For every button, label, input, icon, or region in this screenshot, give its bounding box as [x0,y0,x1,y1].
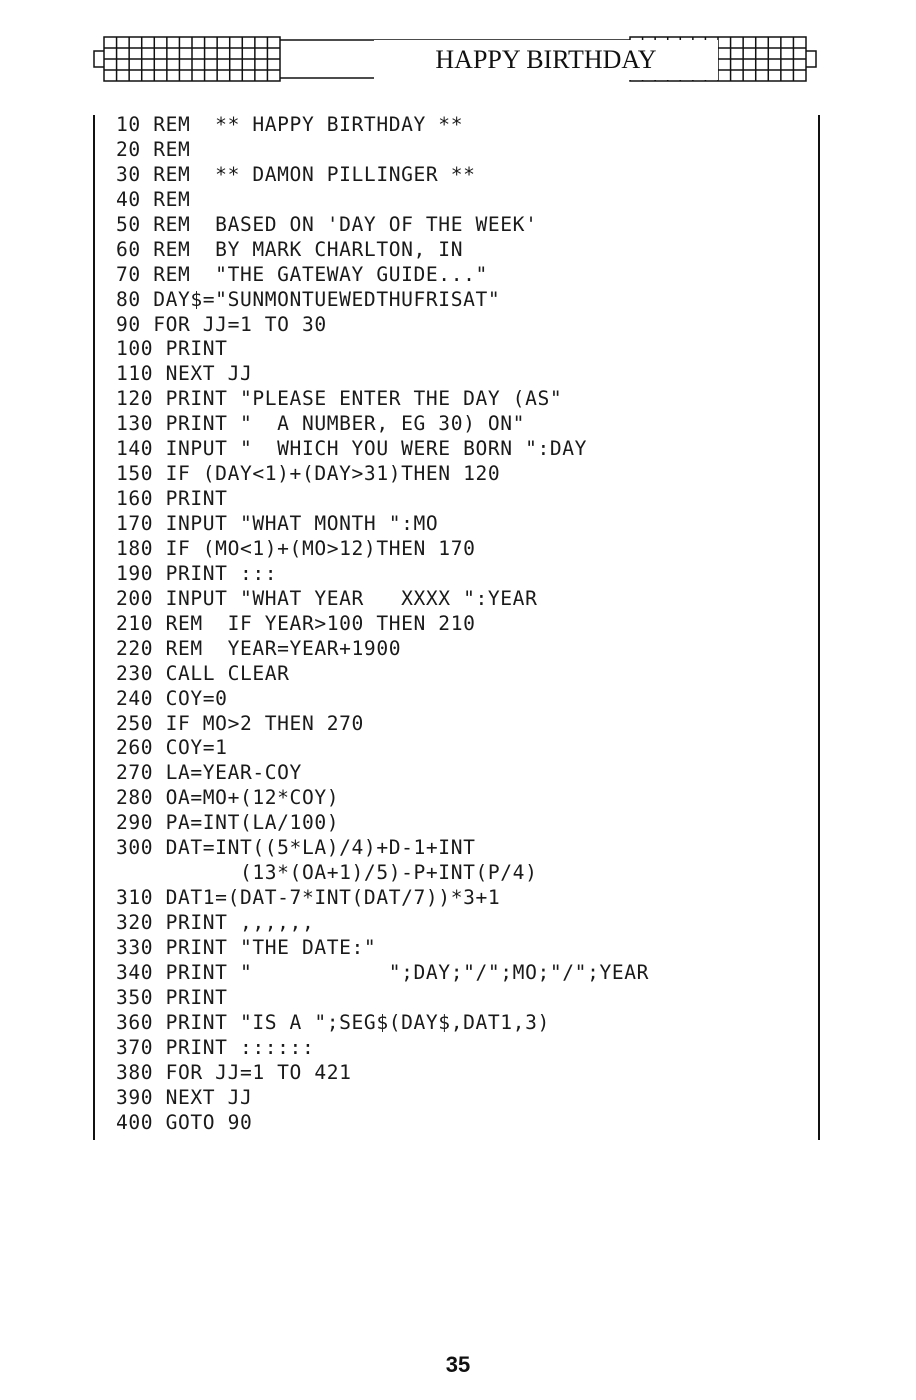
code-line: 400 GOTO 90 [116,1110,253,1134]
code-line: 110 NEXT JJ [116,362,253,386]
code-line: 50 REM BASED ON 'DAY OF THE WEEK' [116,212,538,236]
code-line: 260 COY=1 [116,736,228,760]
code-line: 120 PRINT "PLEASE ENTER THE DAY (AS" [116,387,563,411]
code-line: 280 OA=MO+(12*COY) [116,786,340,810]
code-line: 270 LA=YEAR-COY [116,761,302,785]
code-line: 230 CALL CLEAR [116,661,290,685]
code-line: 60 REM BY MARK CHARLTON, IN [116,237,464,261]
code-line: 150 IF (DAY<1)+(DAY>31)THEN 120 [116,462,501,486]
code-line: 300 DAT=INT((5*LA)/4)+D-1+INT [116,836,476,860]
code-line: 100 PRINT [116,337,228,361]
code-line: 240 COY=0 [116,686,228,710]
code-line: 30 REM ** DAMON PILLINGER ** [116,162,476,186]
code-line: 370 PRINT :::::: [116,1035,315,1059]
code-line: 90 FOR JJ=1 TO 30 [116,312,327,336]
code-line: 350 PRINT [116,985,228,1009]
code-line: 20 REM [116,137,191,161]
code-line: 360 PRINT "IS A ";SEG$(DAY$,DAT1,3) [116,1010,550,1034]
code-line: 190 PRINT ::: [116,561,278,585]
code-line: 340 PRINT " ";DAY;"/";MO;"/";YEAR [116,960,650,984]
code-line: 310 DAT1=(DAT-7*INT(DAT/7))*3+1 [116,886,501,910]
code-line: 320 PRINT ,,,,,, [116,911,315,934]
code-line: 220 REM YEAR=YEAR+1900 [116,636,402,660]
code-line: 200 INPUT "WHAT YEAR XXXX ":YEAR [116,586,538,610]
code-line: 70 REM "THE GATEWAY GUIDE..." [116,262,488,286]
code-line: 80 DAY$="SUNMONTUEWEDTHUFRISAT" [116,287,501,311]
code-line: 330 PRINT "THE DATE:" [116,935,377,959]
code-line: 210 REM IF YEAR>100 THEN 210 [116,611,476,635]
code-line: 170 INPUT "WHAT MONTH ":MO [116,512,439,535]
code-line: 10 REM ** HAPPY BIRTHDAY ** [116,113,464,136]
code-line: 380 FOR JJ=1 TO 421 [116,1060,352,1084]
code-line: 40 REM [116,187,191,211]
page-number: 35 [445,1352,471,1377]
page-title: HAPPY BIRTHDAY [374,40,718,80]
code-line: 160 PRINT [116,487,228,511]
code-line: 390 NEXT JJ [116,1085,253,1109]
code-line: 140 INPUT " WHICH YOU WERE BORN ":DAY [116,437,588,461]
code-line: 290 PA=INT(LA/100) [116,811,340,835]
code-line: 250 IF MO>2 THEN 270 [116,711,364,735]
code-line: (13*(OA+1)/5)-P+INT(P/4) [116,861,538,885]
left-margin-rule [93,115,95,1140]
right-margin-rule [818,115,820,1140]
code-line: 180 IF (MO<1)+(MO>12)THEN 170 [116,536,476,560]
page-header: HAPPY BIRTHDAY [90,34,822,84]
code-line: 130 PRINT " A NUMBER, EG 30) ON" [116,412,526,436]
